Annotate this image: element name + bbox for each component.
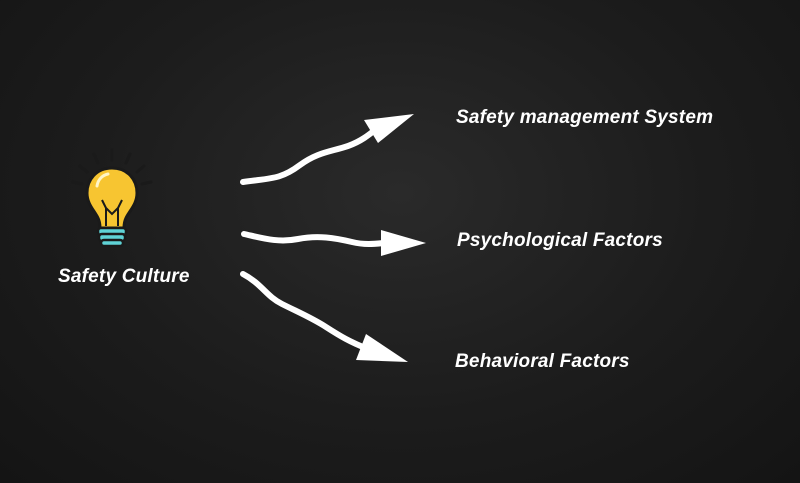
arrow-to-behavioral — [240, 271, 408, 362]
lightbulb-icon — [71, 148, 153, 248]
target-label-safety-management-system: Safety management System — [456, 107, 714, 128]
target-label-psychological-factors: Psychological Factors — [457, 230, 663, 251]
rays-icon — [71, 148, 153, 186]
target-label-behavioral-factors: Behavioral Factors — [455, 351, 630, 372]
source-label: Safety Culture — [58, 266, 190, 287]
arrow-to-psychological — [241, 230, 426, 256]
arrow-to-safety-management — [240, 114, 414, 185]
